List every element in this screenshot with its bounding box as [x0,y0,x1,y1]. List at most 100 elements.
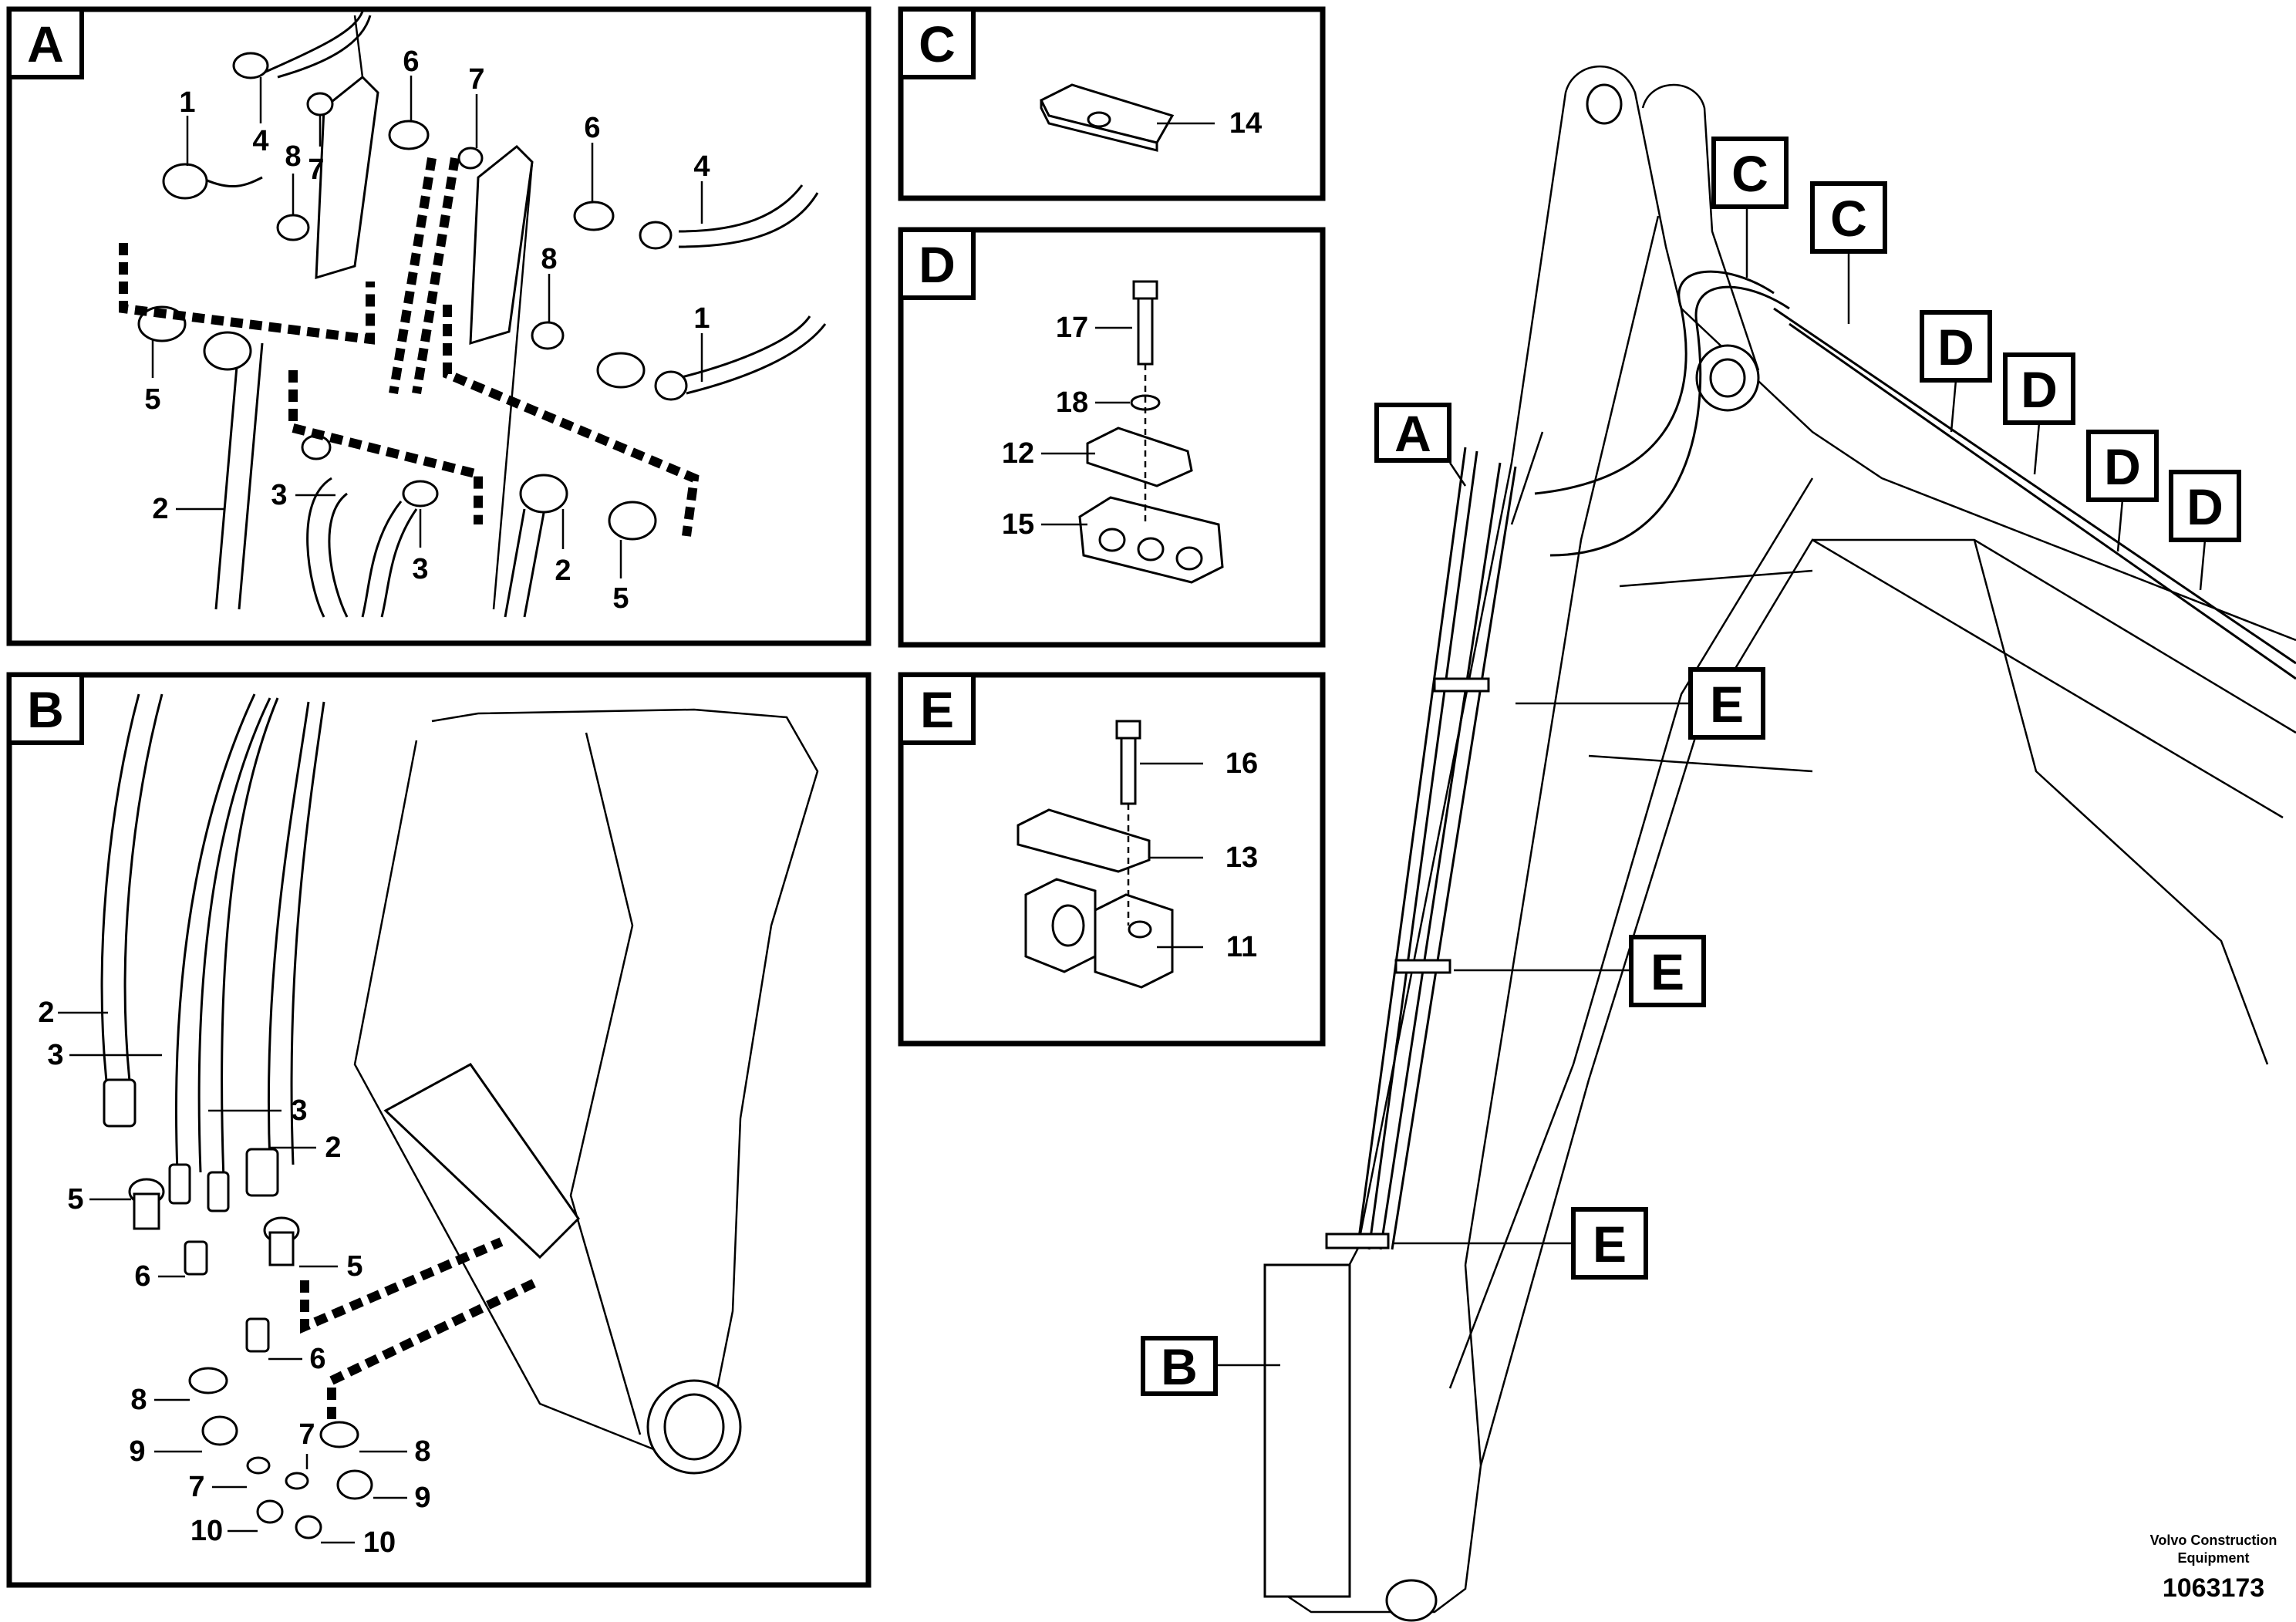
bracket-plate-b [383,1063,580,1259]
panel-d-label-box [899,228,976,300]
panel-b-callouts: 2 3 3 2 5 5 6 6 8 9 7 7 8 9 [38,996,430,1559]
callout-d-12: 12 [1002,437,1034,470]
plate-a-left [315,75,379,280]
overview-marker-a: A [1374,403,1467,487]
footer-company-line1: Volvo Construction [2150,1533,2277,1548]
boom-pin-bottom [1385,1579,1438,1622]
svg-text:E: E [1710,676,1744,733]
svg-text:D: D [2186,478,2224,535]
panel-c-label: C [919,15,956,73]
hose-top-a [261,11,364,75]
elbow-fitting-a1 [232,52,269,79]
plate-e13 [1017,808,1151,873]
callout-a-6: 6 [403,46,419,78]
panel-a: A [6,6,872,646]
svg-text:E: E [1650,943,1684,1000]
fitting-a1-left [162,163,208,200]
panel-e-label: E [920,681,954,738]
footer-drawing-number: 1063173 [2163,1573,2264,1603]
elbow-a2-left [203,331,252,371]
overview-marker-b: B [1141,1336,1280,1396]
svg-text:C: C [1731,145,1768,202]
footer: Volvo Construction Equipment 1063173 [2150,1533,2277,1603]
overview-marker-d4: D [2169,470,2241,591]
nut-a7-top [306,92,334,116]
plate-d12 [1086,427,1193,487]
svg-text:A: A [1394,405,1431,462]
callout-a-5: 5 [144,383,160,416]
overview-marker-c1: C [1711,137,1789,278]
panel-a-label-box [7,7,84,79]
adapter-b6-right [245,1317,270,1353]
adapter-a5-right [608,501,657,541]
callout-a-7: 7 [308,153,324,186]
callout-a-2: 2 [152,493,168,525]
plate-a-right [469,144,534,346]
panel-b: B [6,672,872,1588]
fitting-a3-right [402,480,439,508]
callout-b-3: 3 [47,1039,63,1071]
callout-a-7b: 7 [468,63,484,96]
panel-a-callouts: 1 4 7 8 6 7 6 4 8 1 5 2 3 3 [144,46,710,615]
svg-text:D: D [2104,438,2141,495]
callout-b-9: 9 [129,1435,145,1468]
callout-b-2b: 2 [325,1131,341,1164]
panel-a-label: A [27,15,64,73]
callout-a-6b: 6 [584,112,600,144]
panel-b-label-box [7,673,84,745]
nut-a7-mid [457,147,484,170]
elbow-a2-right [519,474,568,514]
callout-e-11: 11 [1226,931,1257,963]
adapter-a6-right [573,201,615,231]
clamp-overview-2 [1394,959,1451,974]
overview-marker-e1: E [1515,667,1765,740]
callout-a-2b: 2 [555,555,571,587]
callout-b-3b: 3 [291,1094,307,1127]
nut-a8-left [276,214,310,241]
boom-foot-cover [1263,1263,1351,1598]
cap-b10-right [295,1515,322,1539]
clamp-overview-1 [1433,677,1490,693]
svg-text:D: D [1937,319,1974,376]
clamp-e11-right [1094,893,1174,989]
overview-marker-d2: D [2003,352,2075,475]
callout-c-14: 14 [1229,107,1262,140]
callout-a-1: 1 [179,86,195,119]
callout-a-8: 8 [285,140,301,173]
panel-d: D 17 18 12 15 [898,227,1326,648]
panel-c: C 14 [898,6,1326,201]
boom-outline-upper [1356,65,2296,1250]
callout-b-6: 6 [134,1260,150,1293]
callout-b-7b: 7 [298,1418,315,1451]
panel-c-label-box [899,7,976,79]
callout-b-2: 2 [38,996,54,1029]
panel-e: E 16 13 11 [898,672,1326,1047]
cap-b10-left [256,1499,284,1524]
overview-boom: A B C C D D D [1141,65,2296,1622]
callout-b-8: 8 [130,1384,147,1416]
callout-e-16: 16 [1226,747,1258,780]
clamp-overview-3 [1325,1233,1390,1249]
svg-text:C: C [1830,190,1867,247]
svg-text:E: E [1593,1216,1627,1273]
overview-marker-e2: E [1454,935,1706,1007]
svg-text:D: D [2021,361,2058,418]
overview-marker-d3: D [2086,430,2159,552]
elbow-a4-right [639,221,673,250]
callout-a-5b: 5 [612,582,629,615]
callout-b-7: 7 [188,1471,204,1503]
callout-d-17: 17 [1056,312,1088,344]
nut-b8-right [319,1421,359,1448]
nut-b9-left [201,1415,238,1446]
bolt-head-e16 [1115,720,1141,740]
fitting-a3-left [301,434,332,460]
callout-a-4b: 4 [693,150,710,183]
callout-e-13: 13 [1226,841,1258,874]
callout-a-1b: 1 [693,302,710,335]
nut-a8-right [531,321,565,350]
boom-pin-top [1586,83,1623,125]
panel-d-label: D [919,236,956,293]
overview-marker-e3: E [1392,1207,1648,1280]
panel-e-label-box [899,673,976,745]
